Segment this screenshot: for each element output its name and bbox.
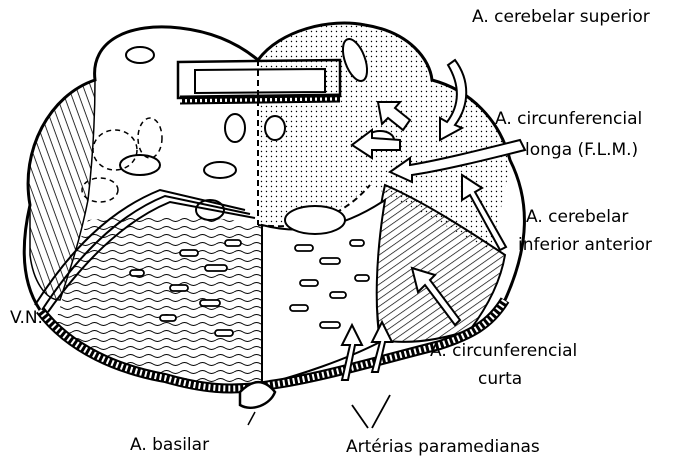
leader-lines [352,395,390,428]
label-cerebelar-inferior-2: inferior anterior [518,235,652,255]
label-circunferencial-longa-2: longa (F.L.M.) [525,140,638,160]
label-circunferencial-longa-1: A. circunferencial [495,109,642,129]
basilar-artery [240,382,275,408]
label-cerebelar-superior: A. cerebelar superior [472,7,650,27]
label-circunferencial-curta-2: curta [478,369,522,389]
label-vn: V.N. [10,308,43,328]
label-basilar: A. basilar [130,435,209,455]
label-cerebelar-inferior-1: A. cerebelar [526,207,628,227]
label-circunferencial-curta-1: A. circunferencial [430,341,577,361]
label-paramedianas: Artérias paramedianas [346,437,540,457]
